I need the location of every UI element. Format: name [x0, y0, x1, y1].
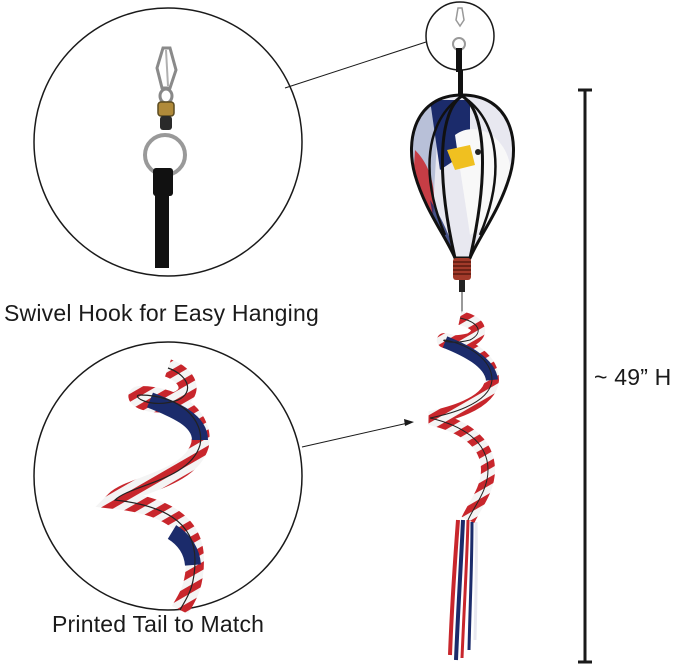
hot-air-balloon-spinner-icon	[410, 70, 515, 315]
tail-zoom-circle	[33, 341, 303, 615]
tail-caption: Printed Tail to Match	[52, 611, 265, 637]
product-tail-icon	[428, 311, 500, 661]
hook-zoom-circle	[33, 7, 303, 277]
height-caption: ~ 49” H	[594, 364, 672, 390]
hook-caption: Swivel Hook for Easy Hanging	[4, 300, 319, 326]
swivel-hook-icon	[143, 46, 187, 268]
hook-detail-circle	[425, 1, 495, 72]
tail-connector-line	[301, 422, 409, 448]
height-dimension-bracket-icon	[578, 88, 592, 664]
spiral-tail-icon	[95, 359, 210, 615]
tail-arrowhead	[404, 419, 414, 426]
hook-connector-line	[284, 41, 427, 89]
